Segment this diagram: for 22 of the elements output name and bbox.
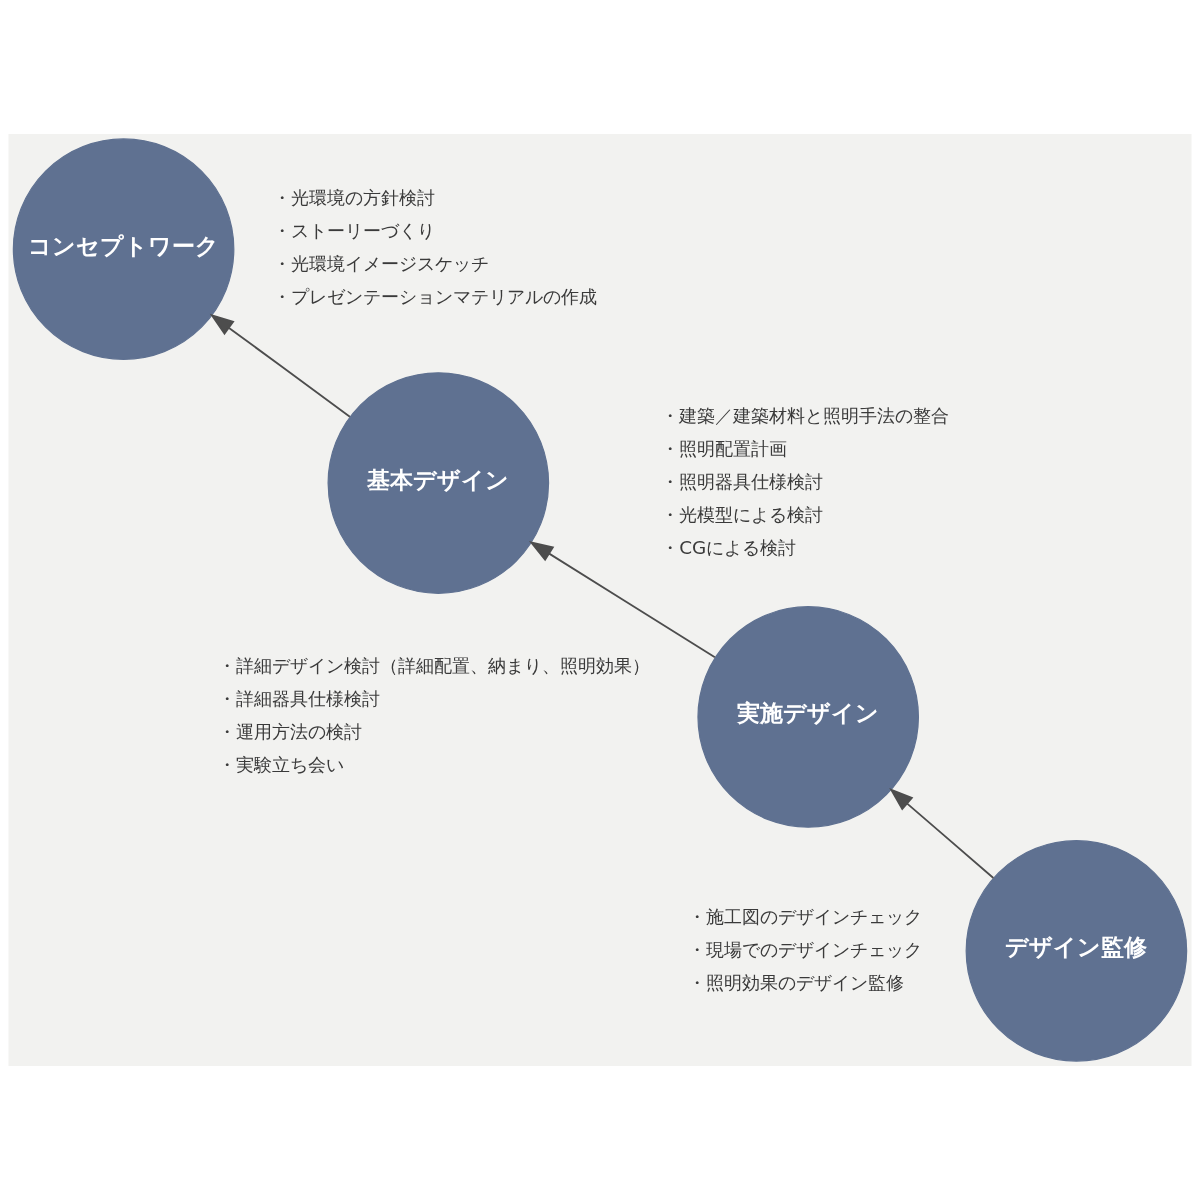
node-label: ・建築／建築材料と照明手法の整合 bbox=[661, 404, 950, 426]
node-label: ・光模型による検討 bbox=[661, 504, 824, 526]
arrow bbox=[889, 788, 995, 879]
arrow bbox=[209, 313, 351, 418]
node-label: ・光環境の方針検討 bbox=[273, 186, 435, 208]
node-label: ・プレゼンテーションマテリアルの作成 bbox=[273, 286, 597, 308]
node-label: ・実験立ち会い bbox=[217, 753, 344, 775]
node-circle: 基本デザイン bbox=[327, 372, 550, 594]
node-label: ・CGによる検討 bbox=[661, 537, 797, 559]
node-label: ・詳細デザイン検討（詳細配置、納まり、照明効果） bbox=[217, 654, 650, 676]
arrow bbox=[528, 540, 716, 659]
node-label: ・照明効果のデザイン監修 bbox=[688, 971, 905, 993]
node-label: ・ストーリーづくり bbox=[273, 219, 435, 241]
node-label: ・照明配置計画 bbox=[661, 437, 788, 459]
node-circle: デザイン監修 bbox=[965, 840, 1188, 1062]
node-label: ・光環境イメージスケッチ bbox=[273, 252, 489, 274]
node-label: ・照明器具仕様検討 bbox=[661, 470, 824, 492]
node-label: ・運用方法の検討 bbox=[217, 720, 362, 742]
node-label: ・詳細器具仕様検討 bbox=[217, 687, 380, 709]
node-label: ・施工図のデザインチェック bbox=[688, 905, 923, 927]
node-circle: 実施デザイン bbox=[697, 606, 920, 828]
node-label: ・現場でのデザインチェック bbox=[688, 938, 923, 960]
